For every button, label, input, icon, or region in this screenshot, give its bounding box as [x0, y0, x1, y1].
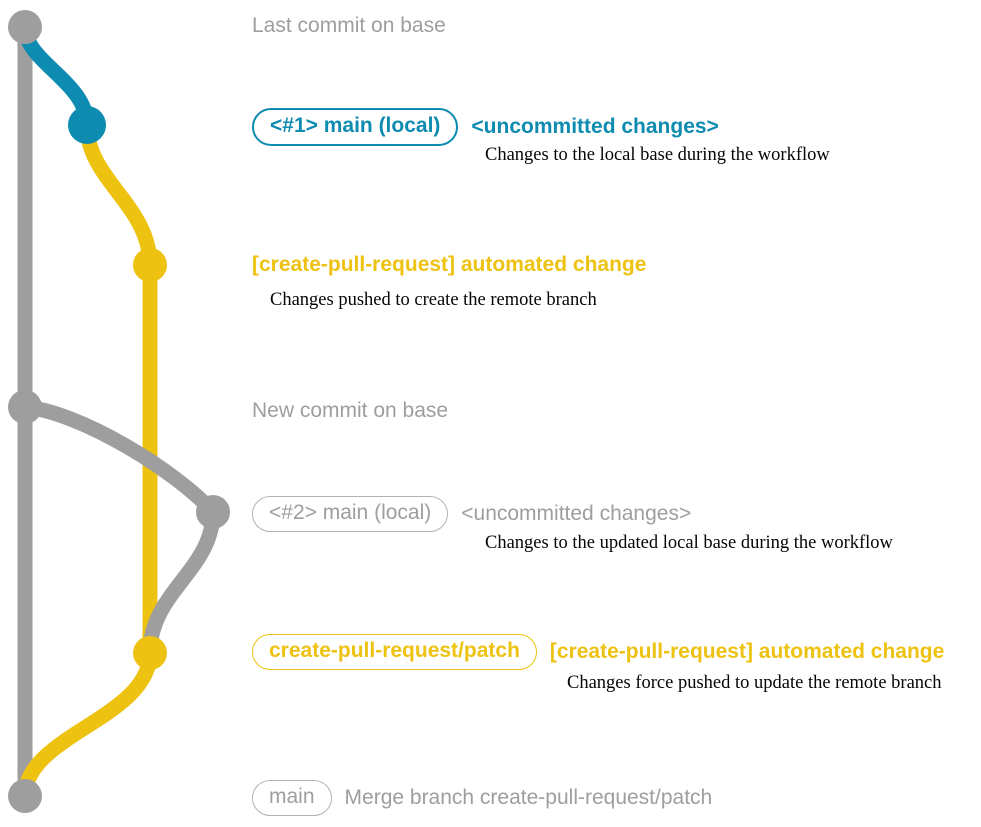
branch-badge-create-pull-request-patch[interactable]: create-pull-request/patch [252, 634, 537, 671]
branch-badge-main[interactable]: main [252, 780, 332, 817]
commit-node-main-local-1[interactable] [68, 106, 106, 144]
commit-node-merge[interactable] [8, 779, 42, 813]
commit-headline: Merge branch create-pull-request/patch [344, 786, 713, 809]
commit-headline: New commit on base [252, 399, 449, 422]
commit-row-last-commit-on-base: Last commit on base [252, 14, 446, 38]
commit-row-merge: main Merge branch create-pull-request/pa… [252, 780, 713, 817]
commit-description: Changes to the updated local base during… [485, 533, 893, 553]
edge-local-2-to-patch-2 [142, 504, 221, 661]
branch-badge-main-local-2[interactable]: <#2> main (local) [252, 496, 449, 533]
commit-node-main-local-2[interactable] [196, 495, 230, 529]
commit-row-automated-change-1: [create-pull-request] automated change [252, 253, 646, 277]
commit-row-new-commit-on-base: New commit on base [252, 399, 448, 423]
commit-headline: [create-pull-request] automated change [252, 253, 647, 276]
commit-headline: <uncommitted changes> [461, 502, 692, 525]
commit-row-main-local-1: <#1> main (local) <uncommitted changes> [252, 108, 719, 147]
commit-node-new-commit-on-base[interactable] [8, 390, 42, 424]
commit-node-automated-change-2[interactable] [133, 636, 167, 670]
commit-headline: Last commit on base [252, 14, 446, 37]
commit-description: Changes to the local base during the wor… [485, 145, 830, 165]
commit-row-automated-change-2: create-pull-request/patch [create-pull-r… [252, 634, 945, 671]
commit-description: Changes force pushed to update the remot… [567, 673, 942, 693]
commit-node-last-commit-on-base[interactable] [8, 10, 42, 44]
commit-description: Changes pushed to create the remote bran… [270, 290, 597, 310]
branch-badge-main-local-1[interactable]: <#1> main (local) [252, 108, 459, 147]
commit-headline: <uncommitted changes> [471, 115, 719, 138]
commit-row-main-local-2: <#2> main (local) <uncommitted changes> [252, 496, 692, 533]
edge-local-1-to-patch-1 [79, 117, 158, 273]
edge-patch-to-base-merge [17, 645, 158, 804]
commit-node-automated-change-1[interactable] [133, 248, 167, 282]
commit-headline: [create-pull-request] automated change [549, 640, 945, 663]
edge-base-to-local-2 [17, 399, 221, 520]
